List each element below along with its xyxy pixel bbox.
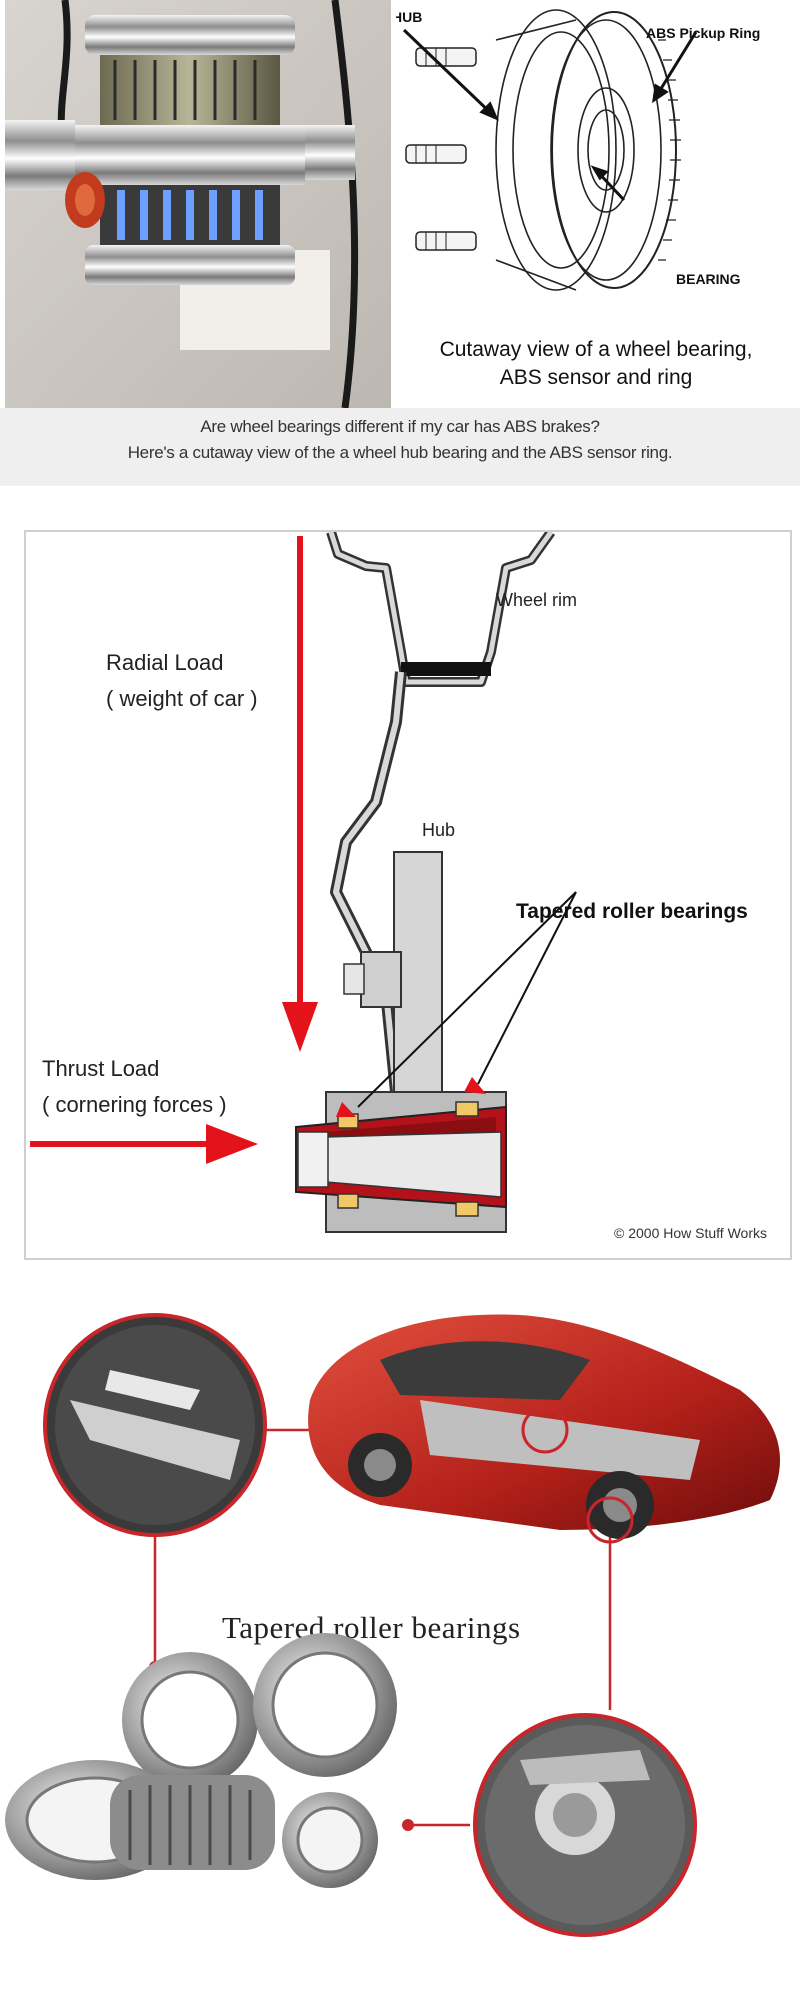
thrust-load-sub: ( cornering forces ) [42,1092,227,1117]
bearings-photo [5,1633,397,1888]
caption-answer: Here's a cutaway view of the a wheel hub… [127,443,673,462]
tapered-bearings-title: Tapered roller bearings [222,1610,521,1645]
diagram-caption-line1: Cutaway view of a wheel bearing, [440,338,753,361]
hub-label-2: Hub [422,820,455,840]
diagram-caption-line2: ABS sensor and ring [500,366,693,389]
abs-bearing-panel: HUB ABS Pickup Ring BEARING Cutaway view… [0,0,800,486]
tapered-bearings-label: Tapered roller bearings [516,900,748,923]
caption-bar: Are wheel bearings different if my car h… [0,408,800,486]
bearing-photo [5,0,391,408]
load-diagram-panel: Wheel rim Radial Load ( weight of car ) … [24,530,792,1260]
bearing-label: BEARING [676,271,741,287]
radial-load-sub: ( weight of car ) [106,686,258,711]
car-bearings-panel: Tapered roller bearings [0,1280,800,2000]
hub-label: HUB [396,9,422,25]
cutaway-diagram: HUB ABS Pickup Ring BEARING Cutaway view… [392,0,796,408]
wheel-rim-label: Wheel rim [496,590,577,610]
caption-question: Are wheel bearings different if my car h… [200,417,600,436]
thrust-load-label: Thrust Load [42,1056,159,1081]
radial-load-label: Radial Load [106,650,223,675]
copyright-label: © 2000 How Stuff Works [614,1225,767,1241]
car-cutaway-illustration [308,1314,780,1544]
abs-ring-label: ABS Pickup Ring [646,25,760,41]
